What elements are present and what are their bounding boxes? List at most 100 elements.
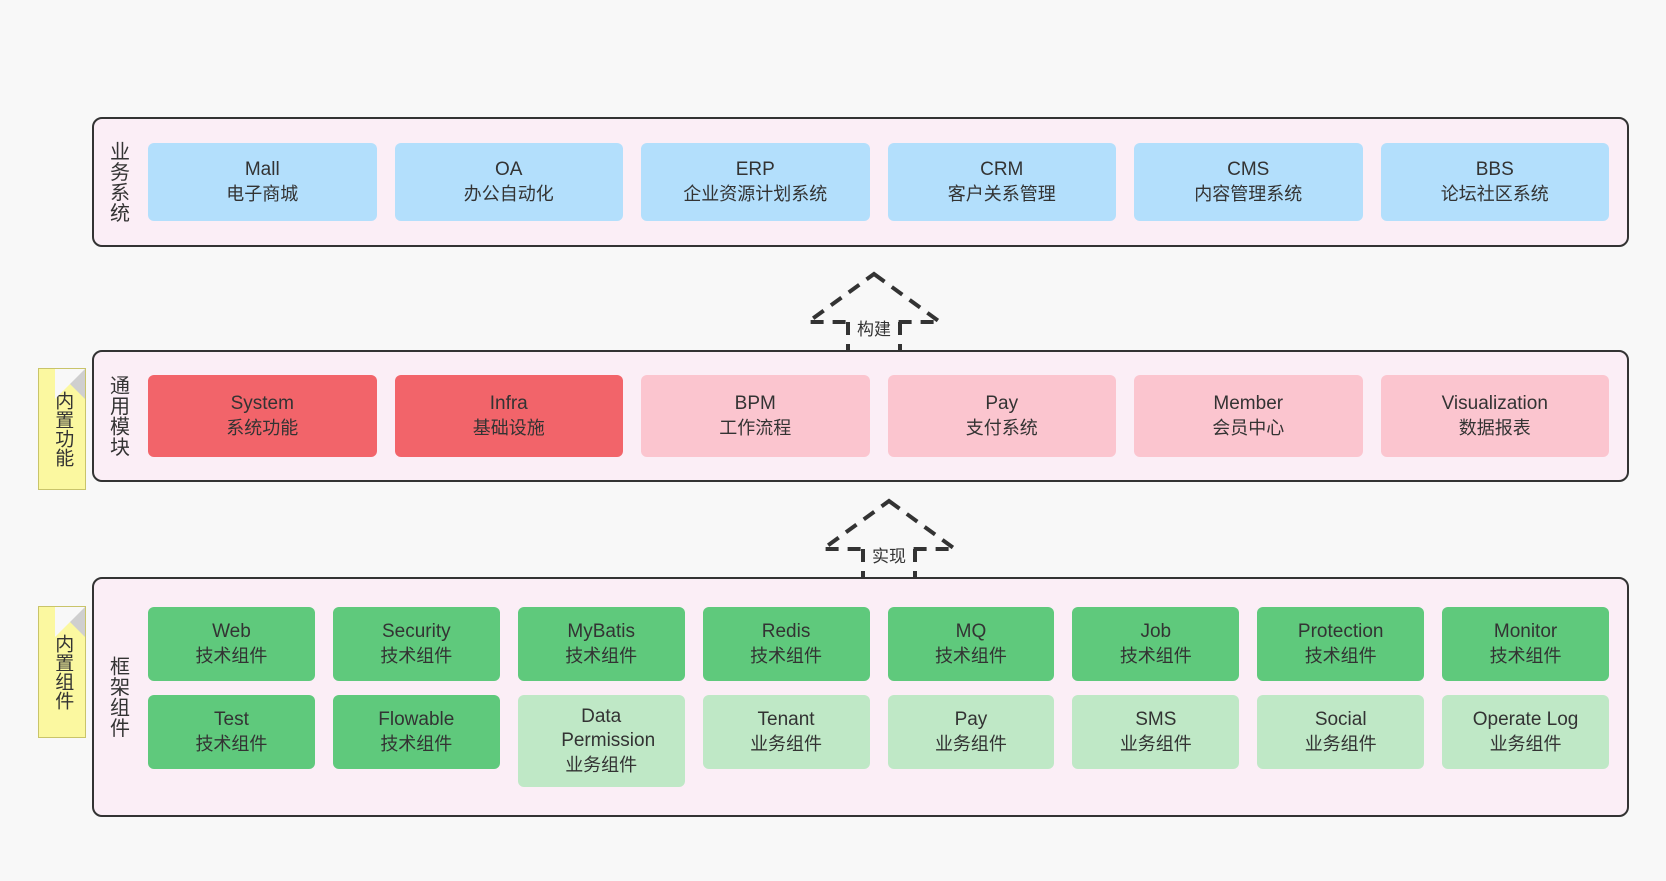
- card-erp[interactable]: ERP 企业资源计划系统: [641, 143, 870, 221]
- layer-title-framework-components: 框架组件: [106, 656, 129, 738]
- card-mq[interactable]: MQ 技术组件: [887, 607, 1055, 681]
- modules-card-list: System 系统功能 Infra 基础设施 BPM 工作流程 Pay 支付系统…: [140, 352, 1627, 480]
- card-subtitle: 业务组件: [565, 754, 638, 775]
- card-title: Security: [381, 621, 451, 643]
- card-title: Pay: [954, 709, 988, 731]
- card-monitor[interactable]: Monitor 技术组件: [1442, 607, 1609, 681]
- card-title: Infra: [489, 393, 528, 415]
- card-flowable[interactable]: Flowable 技术组件: [332, 695, 500, 769]
- sticky-note-builtin-function: 内置功能: [38, 368, 86, 490]
- card-data-permission[interactable]: Data Permission 业务组件: [517, 695, 685, 787]
- card-title: Operate Log: [1472, 709, 1579, 731]
- card-oa[interactable]: OA 办公自动化: [394, 143, 623, 221]
- card-title: Job: [1140, 621, 1172, 643]
- card-subtitle: 论坛社区系统: [1440, 183, 1549, 204]
- layer-title-common-modules: 通用模块: [106, 375, 129, 457]
- connector-implement-label: 实现: [869, 542, 909, 567]
- card-web[interactable]: Web 技术组件: [148, 607, 315, 681]
- card-mybatis[interactable]: MyBatis 技术组件: [517, 607, 685, 681]
- framework-card-grid: Web 技术组件 Security 技术组件 MyBatis 技术组件 Redi…: [140, 579, 1627, 815]
- card-title: System: [230, 393, 294, 415]
- layer-business-system: 业务系统 Mall 电子商城 OA 办公自动化 ERP 企业资源计划系统 CRM…: [92, 117, 1629, 247]
- layer-title-business-system: 业务系统: [106, 141, 129, 223]
- connector-build-arrow: [801, 271, 947, 354]
- card-subtitle: 业务组件: [1489, 733, 1562, 754]
- business-card-list: Mall 电子商城 OA 办公自动化 ERP 企业资源计划系统 CRM 客户关系…: [140, 119, 1627, 245]
- card-subtitle: 客户关系管理: [947, 183, 1056, 204]
- card-tenant[interactable]: Tenant 业务组件: [702, 695, 870, 769]
- card-title: SMS: [1135, 709, 1177, 731]
- card-subtitle: 基础设施: [472, 417, 545, 438]
- card-operate-log[interactable]: Operate Log 业务组件: [1442, 695, 1609, 769]
- card-pay-business[interactable]: Pay 业务组件: [887, 695, 1055, 769]
- layer-common-modules: 通用模块 System 系统功能 Infra 基础设施 BPM 工作流程 Pay…: [92, 350, 1629, 482]
- card-title: Pay: [985, 393, 1019, 415]
- card-subtitle: 技术组件: [1304, 645, 1377, 666]
- sticky-fold-back-icon: [55, 369, 85, 399]
- connector-implement-arrow: [816, 498, 962, 581]
- card-subtitle: 系统功能: [226, 417, 299, 438]
- connector-build-label: 构建: [854, 315, 894, 340]
- card-subtitle: 技术组件: [195, 733, 268, 754]
- card-title: Test: [214, 709, 249, 731]
- card-pay[interactable]: Pay 支付系统: [887, 375, 1116, 457]
- card-title: CRM: [980, 159, 1024, 181]
- card-mall[interactable]: Mall 电子商城: [148, 143, 377, 221]
- sticky-note-label: 内置组件: [52, 634, 74, 710]
- card-sms[interactable]: SMS 业务组件: [1072, 695, 1240, 769]
- card-title: Mall: [244, 159, 280, 181]
- card-title: Tenant: [757, 709, 815, 731]
- card-subtitle: 支付系统: [965, 417, 1038, 438]
- card-title: Member: [1213, 393, 1284, 415]
- card-system[interactable]: System 系统功能: [148, 375, 377, 457]
- card-subtitle: 技术组件: [380, 733, 453, 754]
- card-subtitle: 内容管理系统: [1194, 183, 1303, 204]
- sticky-note-builtin-component: 内置组件: [38, 606, 86, 738]
- card-title: Social: [1314, 709, 1367, 731]
- card-test[interactable]: Test 技术组件: [148, 695, 315, 769]
- card-title: CMS: [1227, 159, 1270, 181]
- card-bpm[interactable]: BPM 工作流程: [641, 375, 870, 457]
- card-member[interactable]: Member 会员中心: [1134, 375, 1363, 457]
- framework-row-business: Test 技术组件 Flowable 技术组件 Data Permission …: [148, 695, 1609, 787]
- sticky-note-label: 内置功能: [52, 391, 74, 467]
- card-job[interactable]: Job 技术组件: [1072, 607, 1240, 681]
- card-social[interactable]: Social 业务组件: [1257, 695, 1425, 769]
- card-subtitle: 技术组件: [1489, 645, 1562, 666]
- card-title: OA: [495, 159, 523, 181]
- card-subtitle: 技术组件: [380, 645, 453, 666]
- card-subtitle: 电子商城: [226, 183, 299, 204]
- card-subtitle: 办公自动化: [463, 183, 554, 204]
- card-subtitle: 企业资源计划系统: [683, 183, 828, 204]
- card-title: Redis: [761, 621, 811, 643]
- card-subtitle: 技术组件: [1119, 645, 1192, 666]
- card-subtitle: 业务组件: [1304, 733, 1377, 754]
- sticky-fold-back-icon: [55, 607, 85, 637]
- card-title: Flowable: [378, 709, 455, 731]
- card-bbs[interactable]: BBS 论坛社区系统: [1380, 143, 1609, 221]
- layer-framework-components: 框架组件 Web 技术组件 Security 技术组件 MyBatis 技术组件…: [92, 577, 1629, 817]
- connector-implement: 实现: [815, 495, 963, 581]
- card-subtitle: 技术组件: [565, 645, 638, 666]
- card-title: MyBatis: [567, 621, 635, 643]
- card-subtitle: 会员中心: [1212, 417, 1285, 438]
- card-subtitle: 技术组件: [195, 645, 268, 666]
- connector-build: 构建: [800, 268, 948, 354]
- card-subtitle: 数据报表: [1458, 417, 1531, 438]
- card-redis[interactable]: Redis 技术组件: [702, 607, 870, 681]
- card-title: BBS: [1475, 159, 1514, 181]
- card-subtitle: 业务组件: [934, 733, 1007, 754]
- card-title: Data Permission: [561, 706, 656, 752]
- card-crm[interactable]: CRM 客户关系管理: [887, 143, 1116, 221]
- framework-row-tech: Web 技术组件 Security 技术组件 MyBatis 技术组件 Redi…: [148, 607, 1609, 681]
- card-title: Protection: [1297, 621, 1384, 643]
- card-infra[interactable]: Infra 基础设施: [394, 375, 623, 457]
- card-security[interactable]: Security 技术组件: [332, 607, 500, 681]
- card-title: ERP: [735, 159, 775, 181]
- card-visualization[interactable]: Visualization 数据报表: [1380, 375, 1609, 457]
- card-subtitle: 技术组件: [750, 645, 823, 666]
- card-title: Web: [212, 621, 251, 643]
- card-cms[interactable]: CMS 内容管理系统: [1134, 143, 1363, 221]
- card-protection[interactable]: Protection 技术组件: [1257, 607, 1425, 681]
